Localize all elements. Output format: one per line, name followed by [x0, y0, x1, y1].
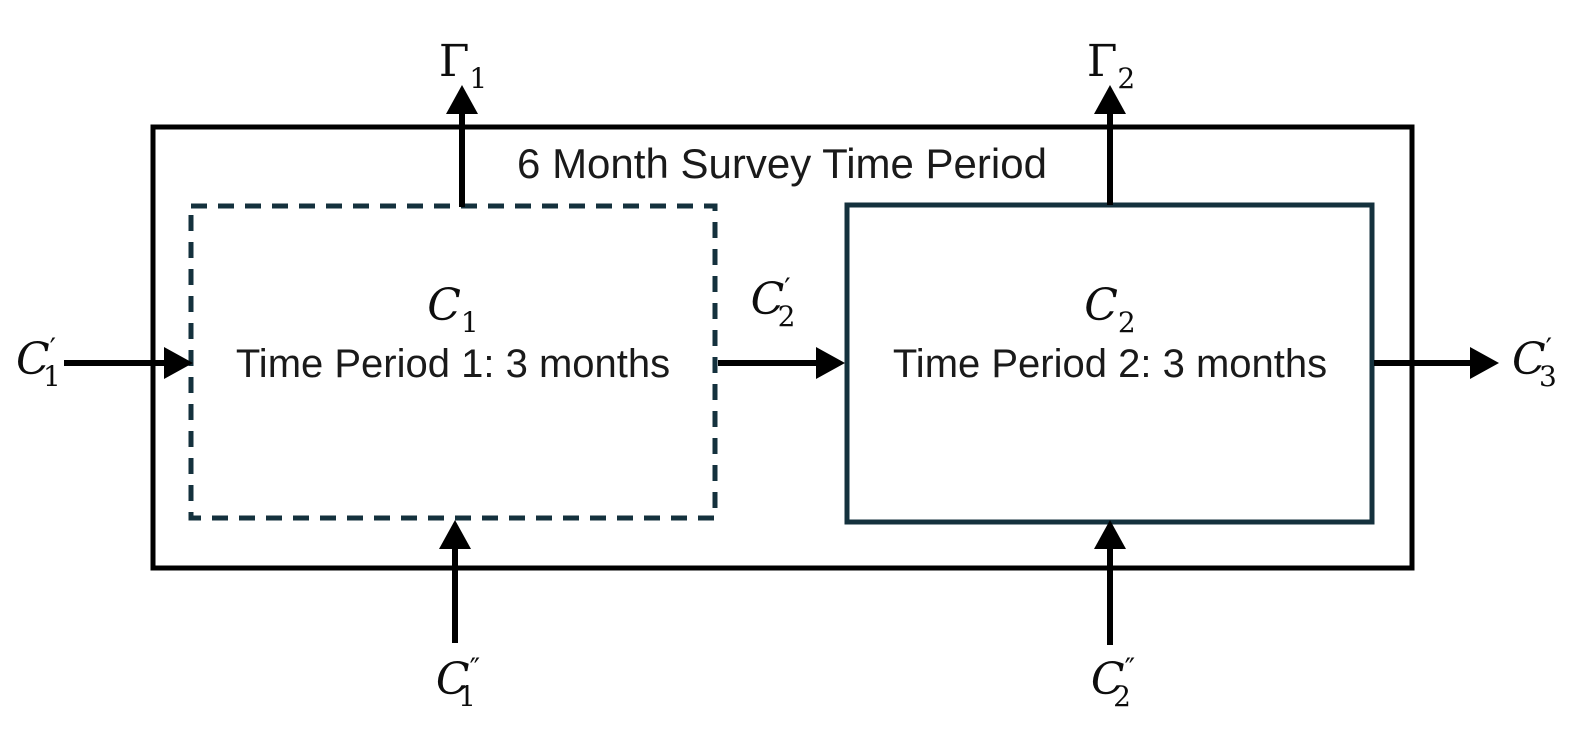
c3-prime-arrow [1374, 347, 1499, 379]
c3-prime-label: C′3 [1512, 332, 1557, 393]
c2-dprime-label: C″2 [1091, 652, 1135, 713]
c1-dprime-label: C″1 [436, 652, 480, 713]
period2-symbol: C2 [1084, 280, 1136, 339]
period1-label: Time Period 1: 3 months [236, 342, 670, 386]
c2-prime-label: C′2 [751, 272, 796, 333]
c2-dprime-arrow [1094, 520, 1126, 645]
c1-prime-label: C′1 [16, 332, 61, 393]
gamma1-arrow [446, 85, 478, 207]
diagram-title: 6 Month Survey Time Period [517, 140, 1047, 187]
c2-prime-arrow [718, 347, 845, 379]
gamma2-label: Γ2 [1087, 36, 1135, 95]
gamma1-arrowhead [446, 85, 478, 114]
period1-symbol: C1 [427, 280, 479, 339]
gamma2-arrowhead [1094, 85, 1126, 114]
period2-label: Time Period 2: 3 months [893, 342, 1327, 386]
c1-dprime-arrowhead [439, 520, 471, 549]
gamma2-arrow [1094, 85, 1126, 205]
c3-prime-arrowhead [1470, 347, 1499, 379]
c1-dprime-arrow [439, 520, 471, 643]
c2-dprime-arrowhead [1094, 520, 1126, 549]
c1-prime-arrowhead [164, 347, 193, 379]
outer-survey-box [150, 124, 1415, 571]
c1-prime-arrow [64, 347, 193, 379]
gamma1-label: Γ1 [439, 36, 487, 95]
c2-prime-arrowhead [816, 347, 845, 379]
